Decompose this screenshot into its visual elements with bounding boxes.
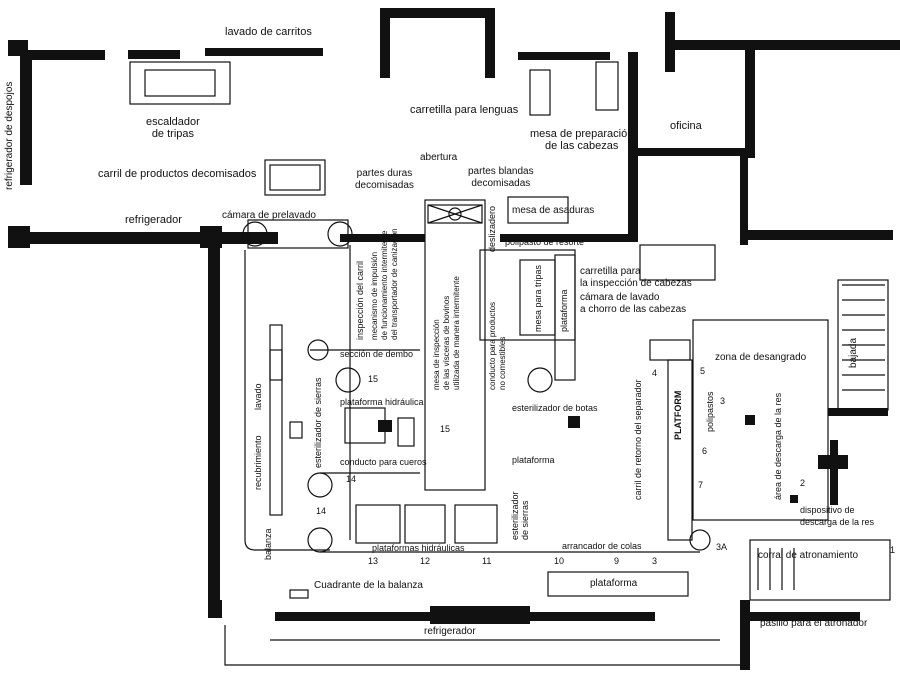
label-arrancador-colas: arrancador de colas	[562, 541, 642, 551]
station-number: 13	[368, 556, 379, 566]
label-dispositivo-descarga: dispositivo de descarga de la res	[800, 505, 875, 527]
station-number: 15	[368, 374, 379, 384]
label-carretilla-cabezas: carretilla para la inspección de cabezas	[580, 266, 692, 289]
station-number: 11	[482, 556, 492, 566]
label-mesa-asaduras: mesa de asaduras	[512, 205, 595, 216]
label-deslizadero: deslizadero	[487, 205, 497, 252]
label-seccion-dembo: sección de dembo	[340, 349, 414, 359]
label-plataforma-bottom: plataforma	[590, 578, 638, 589]
label-plataformas-hidraulicas: plataformas hidráulicas	[372, 543, 465, 553]
station-number: 1	[890, 545, 896, 555]
label-partes-blandas: partes blandas decomisadas	[468, 166, 534, 189]
station-number: 10	[554, 556, 565, 566]
walls	[8, 8, 900, 670]
label-partes-duras: partes duras decomisadas	[355, 168, 414, 191]
label-cuadrante-balanza: Cuadrante de la balanza	[314, 580, 423, 591]
label-camara-prelavado: cámara de prelavado	[222, 210, 316, 221]
label-conducto-productos: conducto para productos no comestibles	[488, 301, 507, 390]
label-zona-desangrado: zona de desangrado	[715, 352, 807, 363]
label-platform: PLATFORM	[673, 390, 683, 440]
label-mecanismo: mecanismo de impulsión de funcionamiento…	[370, 228, 399, 340]
label-esterilizador-botas: esterilizador de botas	[512, 403, 598, 413]
label-plataforma-mid: plataforma	[512, 455, 555, 465]
station-number: 14	[346, 474, 357, 484]
label-pasillo-atronador: pasillo para el atronador	[760, 618, 868, 629]
label-carril-retorno: carril de retorno del separador	[633, 379, 643, 500]
label-mesa-preparacion: mesa de preparación de las cabezas	[530, 128, 634, 152]
label-inspeccion-carril: inspección del carril	[355, 260, 365, 340]
label-lavado: lavado	[253, 383, 263, 410]
station-number: 12	[420, 556, 431, 566]
station-number: 5	[700, 366, 706, 376]
station-number: 9	[614, 556, 620, 566]
label-refrigerador-despojos: refrigerador de despojos	[4, 81, 15, 190]
label-carril-decomisados: carril de productos decomisados	[98, 168, 257, 180]
label-lavado-carritos: lavado de carritos	[225, 26, 312, 38]
station-number: 7	[698, 480, 704, 490]
label-balanza: balanza	[263, 528, 273, 560]
label-polipasto-resorte: polipasto de resorte	[505, 237, 585, 247]
label-corral-atronamiento: corral de atronamiento	[758, 550, 859, 561]
label-plataforma-v: plataforma	[559, 289, 569, 332]
solid-blocks	[378, 415, 798, 503]
label-conducto-cueros: conducto para cueros	[340, 457, 427, 467]
label-area-descarga: área de descarga de la res	[773, 392, 783, 500]
station-number: 2	[800, 478, 806, 488]
label-polipastos: polipastos	[705, 391, 715, 432]
station-number: 4	[652, 368, 658, 378]
label-oficina: oficina	[670, 120, 702, 132]
label-mesa-inspeccion: mesa de inspección de las vísceras de bo…	[432, 276, 461, 390]
label-mesa-tripas: mesa para tripas	[533, 264, 543, 332]
label-refrigerador-bottom: refrigerador	[424, 626, 476, 637]
label-escaldador: escaldador de tripas	[146, 116, 200, 140]
label-recubrimiento: recubrimiento	[253, 435, 263, 490]
label-abertura: abertura	[420, 152, 458, 163]
label-bajada: bajada	[848, 337, 859, 368]
station-number: 15	[440, 424, 451, 434]
station-number: 14	[316, 506, 327, 516]
label-camara-lavado-cabezas: cámara de lavado a chorro de las cabezas	[580, 292, 687, 315]
station-number: 3	[720, 396, 726, 406]
station-number: 6	[702, 446, 708, 456]
station-number: 3	[652, 556, 658, 566]
label-carretilla-lenguas: carretilla para lenguas	[410, 104, 519, 116]
label-refrigerador-top: refrigerador	[125, 214, 182, 226]
label-plataforma-hidraulica: plataforma hidráulica	[340, 397, 424, 407]
station-number: 3A	[716, 542, 728, 552]
label-esterilizador-sierras2: esterilizador de sierras	[510, 491, 530, 540]
label-esterilizador-sierras: esterilizador de sierras	[313, 377, 323, 468]
